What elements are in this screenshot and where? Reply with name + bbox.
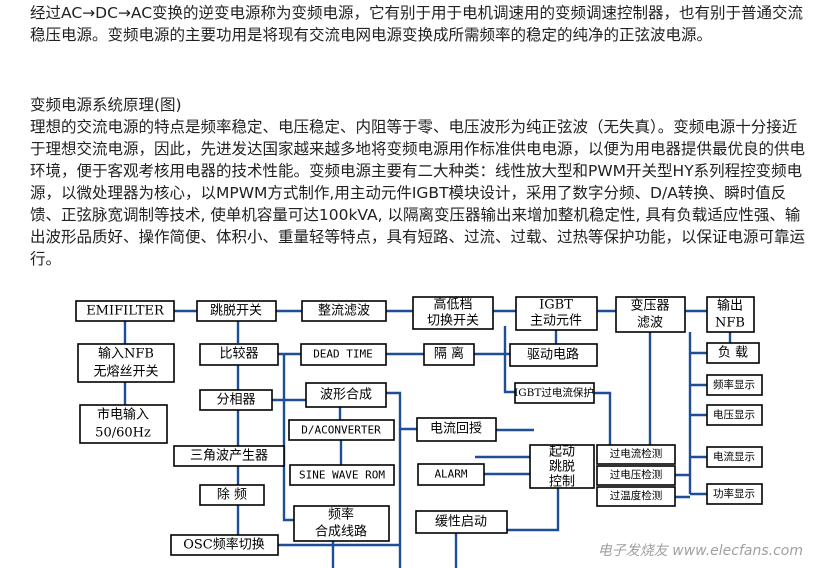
svg-text:OSC频率切换: OSC频率切换: [183, 537, 265, 553]
svg-text:整流滤波: 整流滤波: [318, 304, 370, 319]
box-sine-rom: SINE WAVE ROM: [289, 464, 395, 486]
box-output-nfb: 输出 NFB: [706, 296, 755, 333]
svg-text:驱动电路: 驱动电路: [527, 347, 579, 363]
svg-text:过电压检测: 过电压检测: [610, 468, 663, 481]
box-overtemp-detect: 过温度检测: [596, 486, 676, 507]
svg-text:市电输入: 市电输入: [97, 407, 149, 423]
box-isolation: 隔 离: [423, 343, 475, 366]
svg-text:过温度检测: 过温度检测: [610, 489, 663, 502]
box-mains-input: 市电输入 50/60Hz: [79, 404, 168, 444]
svg-text:跳脱开关: 跳脱开关: [210, 304, 262, 319]
body-paragraph: 理想的交流电源的特点是频率稳定、电压稳定、内阻等于零、电压波形为纯正弦波（无失真…: [30, 118, 806, 268]
box-dead-time: DEAD TIME: [300, 343, 387, 366]
box-input-nfb: 输入NFB 无熔丝开关: [77, 343, 175, 383]
box-load: 负 载: [706, 342, 760, 364]
svg-text:三角波产生器: 三角波产生器: [190, 449, 268, 464]
watermark: 电子发烧友 www.elecfans.com: [597, 543, 803, 559]
svg-text:控制: 控制: [549, 475, 575, 490]
svg-text:输入NFB: 输入NFB: [98, 346, 154, 362]
svg-text:主动元件: 主动元件: [530, 314, 582, 329]
svg-text:负 载: 负 载: [718, 346, 748, 361]
box-trip-switch: 跳脱开关: [196, 300, 277, 322]
svg-text:功率显示: 功率显示: [713, 487, 755, 500]
box-emifilter: EMIFILTER: [75, 300, 175, 322]
box-divider: 除 频: [199, 484, 265, 506]
svg-text:缓性启动: 缓性启动: [435, 515, 487, 530]
svg-text:变压器: 变压器: [630, 298, 669, 314]
svg-text:比较器: 比较器: [219, 347, 258, 362]
box-rectifier-filter: 整流滤波: [301, 300, 387, 322]
svg-text:输出: 输出: [717, 298, 743, 314]
intro-paragraph: 经过AC→DC→AC变换的逆变电源称为变频电源，它有别于用于电机调速用的变频调速…: [30, 4, 804, 44]
box-soft-start: 缓性启动: [415, 510, 508, 534]
svg-text:电流显示: 电流显示: [713, 450, 755, 463]
section-heading: 变频电源系统原理(图): [30, 96, 182, 114]
box-dac: D/ACONVERTER: [288, 419, 395, 441]
svg-text:除 频: 除 频: [217, 488, 247, 503]
box-phase-splitter: 分相器: [199, 389, 273, 411]
svg-text:无熔丝开关: 无熔丝开关: [93, 365, 158, 380]
svg-text:电流回授: 电流回授: [430, 422, 482, 437]
box-driver: 驱动电路: [509, 343, 598, 367]
svg-text:频率显示: 频率显示: [713, 378, 755, 391]
svg-text:滤波: 滤波: [637, 316, 663, 331]
svg-text:D/ACONVERTER: D/ACONVERTER: [301, 424, 381, 437]
box-alarm: ALARM: [417, 463, 485, 486]
svg-text:隔 离: 隔 离: [434, 346, 464, 362]
svg-text:合成线路: 合成线路: [315, 524, 367, 540]
box-overcurrent-detect: 过电流检测: [596, 444, 676, 465]
svg-text:起动: 起动: [549, 445, 575, 460]
svg-text:DEAD TIME: DEAD TIME: [313, 348, 373, 361]
box-waveform-synth: 波形合成: [305, 382, 387, 408]
svg-text:跳脱: 跳脱: [549, 460, 575, 475]
svg-text:过电流检测: 过电流检测: [610, 447, 663, 460]
svg-text:NFB: NFB: [715, 316, 745, 331]
box-voltage-display: 电压显示: [706, 404, 763, 426]
svg-text:频率: 频率: [328, 507, 354, 523]
box-osc-switch: OSC频率切换: [170, 534, 279, 556]
box-freq-display: 频率显示: [706, 374, 763, 396]
svg-text:50/60Hz: 50/60Hz: [95, 426, 151, 441]
box-igbt-protect: IGBT过电流保护: [514, 382, 595, 404]
svg-text:波形合成: 波形合成: [320, 388, 372, 403]
box-current-feedback: 电流回授: [416, 417, 497, 442]
svg-text:EMIFILTER: EMIFILTER: [86, 304, 165, 319]
svg-text:IGBT: IGBT: [539, 298, 573, 313]
svg-text:高低档: 高低档: [433, 297, 472, 313]
box-overvoltage-detect: 过电压检测: [596, 465, 676, 486]
svg-text:SINE WAVE ROM: SINE WAVE ROM: [299, 469, 385, 482]
box-comparator: 比较器: [199, 343, 279, 366]
svg-text:切换开关: 切换开关: [427, 314, 479, 329]
box-triangle-gen: 三角波产生器: [173, 445, 285, 467]
svg-text:IGBT过电流保护: IGBT过电流保护: [514, 386, 594, 399]
svg-text:电压显示: 电压显示: [713, 408, 755, 421]
box-power-display: 功率显示: [706, 483, 763, 505]
box-current-display: 电流显示: [706, 446, 763, 468]
svg-text:ALARM: ALARM: [434, 468, 467, 481]
svg-text:分相器: 分相器: [216, 393, 255, 408]
